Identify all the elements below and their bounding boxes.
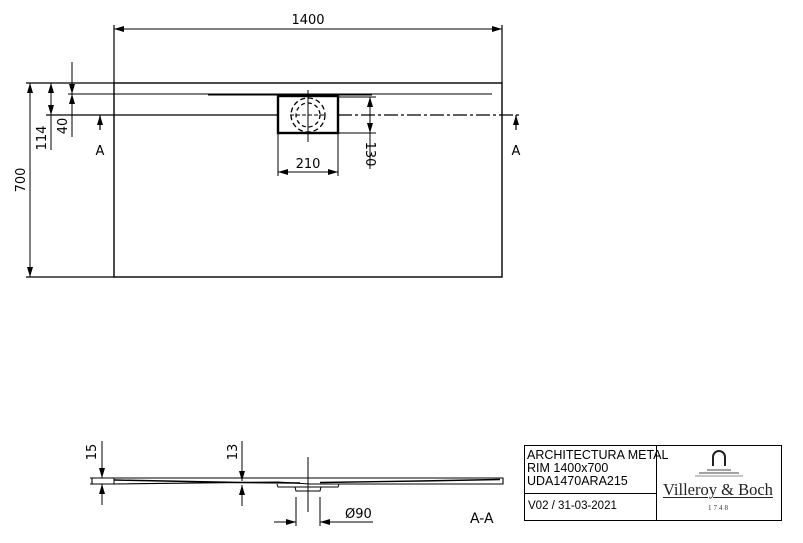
section-view bbox=[90, 441, 504, 526]
product-code: UDA1470ARA215 bbox=[527, 474, 628, 488]
product-size: RIM 1400x700 bbox=[527, 461, 609, 475]
tray-outline bbox=[113, 82, 503, 278]
dim-40: 40 bbox=[56, 118, 71, 135]
dim-1400: 1400 bbox=[291, 13, 324, 28]
dim-210: 210 bbox=[296, 157, 321, 172]
title-block: ARCHITECTURA METAL RIM 1400x700 UDA1470A… bbox=[524, 445, 782, 521]
section-label-right: A bbox=[512, 144, 521, 159]
brand-name: Villeroy & Boch bbox=[663, 480, 773, 499]
brand-founded-year: 1748 bbox=[708, 504, 730, 512]
section-label-left: A bbox=[96, 144, 105, 159]
dim-114: 114 bbox=[35, 126, 50, 151]
dim-13: 13 bbox=[226, 444, 241, 461]
product-description: ARCHITECTURA METAL RIM 1400x700 UDA1470A… bbox=[527, 449, 668, 488]
dim-700: 700 bbox=[14, 168, 29, 193]
dim-130: 130 bbox=[362, 142, 377, 167]
title-block-divider bbox=[525, 493, 657, 494]
fountain-logo-icon bbox=[695, 450, 743, 477]
section-title: A-A bbox=[470, 511, 494, 527]
brand-logo-area: Villeroy & Boch 1748 bbox=[657, 446, 781, 520]
dim-drain-diameter: Ø90 bbox=[345, 507, 372, 522]
product-name: ARCHITECTURA METAL bbox=[527, 448, 669, 462]
title-block-info: ARCHITECTURA METAL RIM 1400x700 UDA1470A… bbox=[525, 446, 668, 520]
version-date: V02 / 31-03-2021 bbox=[528, 500, 617, 512]
plan-view bbox=[26, 25, 522, 278]
dim-15: 15 bbox=[85, 444, 100, 461]
